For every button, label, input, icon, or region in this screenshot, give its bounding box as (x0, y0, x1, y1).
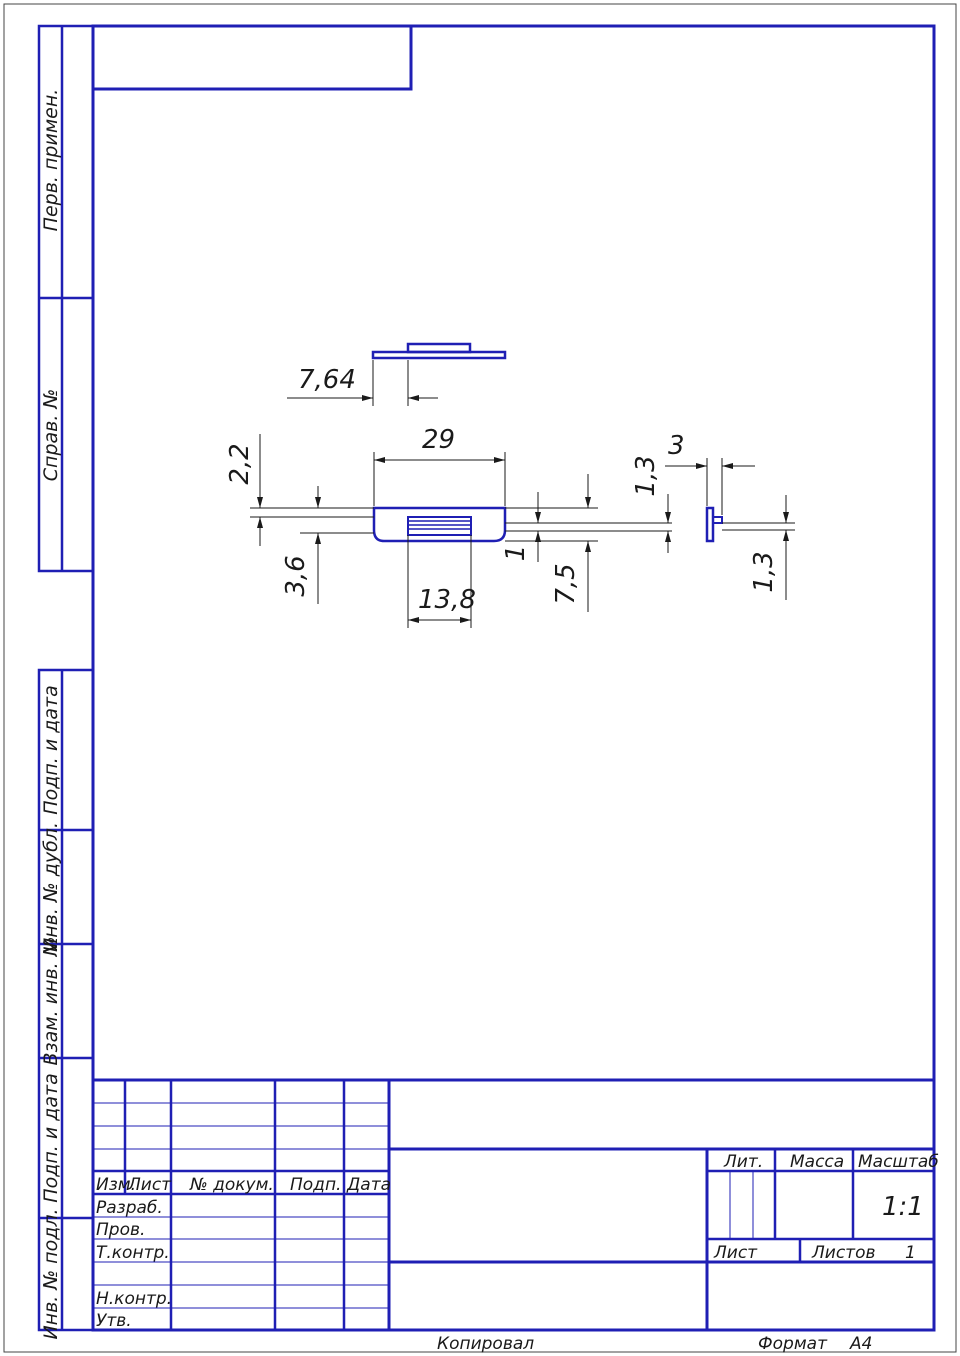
tb-t-kontr: Т.контр. (96, 1243, 170, 1263)
tb-izm: Изм. (96, 1175, 136, 1195)
side-label-inv-podl: Инв. № подл. (40, 1208, 62, 1339)
tb-n-kontr: Н.контр. (96, 1289, 172, 1309)
tb-utv: Утв. (96, 1311, 132, 1331)
tb-prov: Пров. (96, 1220, 145, 1240)
dimension-13-8: 13,8 (407, 535, 476, 628)
dimension-text-1-3-left: 1,3 (631, 455, 661, 496)
dimension-3-6: 3,6 (281, 486, 321, 604)
tb-podp: Подп. (290, 1175, 341, 1195)
title-block-grid (93, 1078, 934, 1330)
top-view (371, 342, 507, 360)
dimension-text-1: 1 (501, 545, 531, 562)
tb-data: Дата (346, 1175, 391, 1195)
tb-list: Лист (127, 1175, 172, 1195)
side-label-sprav-no: Справ. № (40, 389, 62, 481)
side-label-perv-primen: Перв. примен. (40, 89, 62, 232)
tb-n-dokum: № докум. (189, 1175, 274, 1195)
side-label-podp-data-bottom: Подп. и дата (40, 1073, 62, 1202)
tb-listov-label: Листов (811, 1243, 876, 1263)
dimension-2-2: 2,2 (225, 434, 263, 546)
tb-scale-value: 1:1 (882, 1192, 924, 1222)
front-view-extension-lines (250, 507, 672, 542)
dimension-1: 1 (501, 492, 541, 562)
dimension-29: 29 (373, 425, 506, 506)
main-frame (91, 24, 936, 1332)
dimension-3: 3 (665, 431, 755, 515)
tb-massa: Масса (790, 1152, 844, 1172)
dimension-text-2-2: 2,2 (225, 443, 255, 484)
tb-masshtab: Масштаб (858, 1152, 939, 1172)
top-left-box (93, 26, 413, 91)
footer-kopiroval: Копировал (437, 1334, 534, 1354)
tb-lit: Лит. (723, 1152, 763, 1172)
dimension-text-3: 3 (668, 431, 685, 461)
side-strip-bottom (37, 668, 95, 1332)
dimension-text-13-8: 13,8 (418, 585, 476, 615)
dimension-7-64: 7,64 (287, 360, 438, 406)
footer-format-label: Формат (758, 1334, 828, 1354)
sheet-trim-border (3, 3, 957, 1353)
tb-list-label: Лист (713, 1243, 758, 1263)
dimension-1-3-right: 1,3 (722, 495, 795, 600)
dimension-text-1-3-right: 1,3 (749, 551, 779, 592)
side-label-podp-data-top: Подп. и дата (40, 685, 62, 814)
side-strip-top (37, 24, 95, 573)
dimension-text-29: 29 (422, 425, 455, 455)
tb-listov-value: 1 (905, 1243, 916, 1263)
dimension-text-7-64: 7,64 (298, 365, 356, 395)
dimension-1-3-left: 1,3 (631, 455, 671, 553)
dimension-7-5: 7,5 (551, 474, 591, 612)
dimension-text-7-5: 7,5 (551, 563, 581, 604)
dimension-text-3-6: 3,6 (281, 555, 311, 596)
side-label-inv-dubl: Инв. № дубл. (40, 822, 62, 952)
side-label-vzam-inv: Взам. инв. № (40, 936, 62, 1065)
footer-format-value: A4 (849, 1334, 872, 1354)
front-view (372, 506, 507, 543)
tb-razrab: Разраб. (96, 1198, 163, 1218)
side-view (705, 506, 723, 543)
